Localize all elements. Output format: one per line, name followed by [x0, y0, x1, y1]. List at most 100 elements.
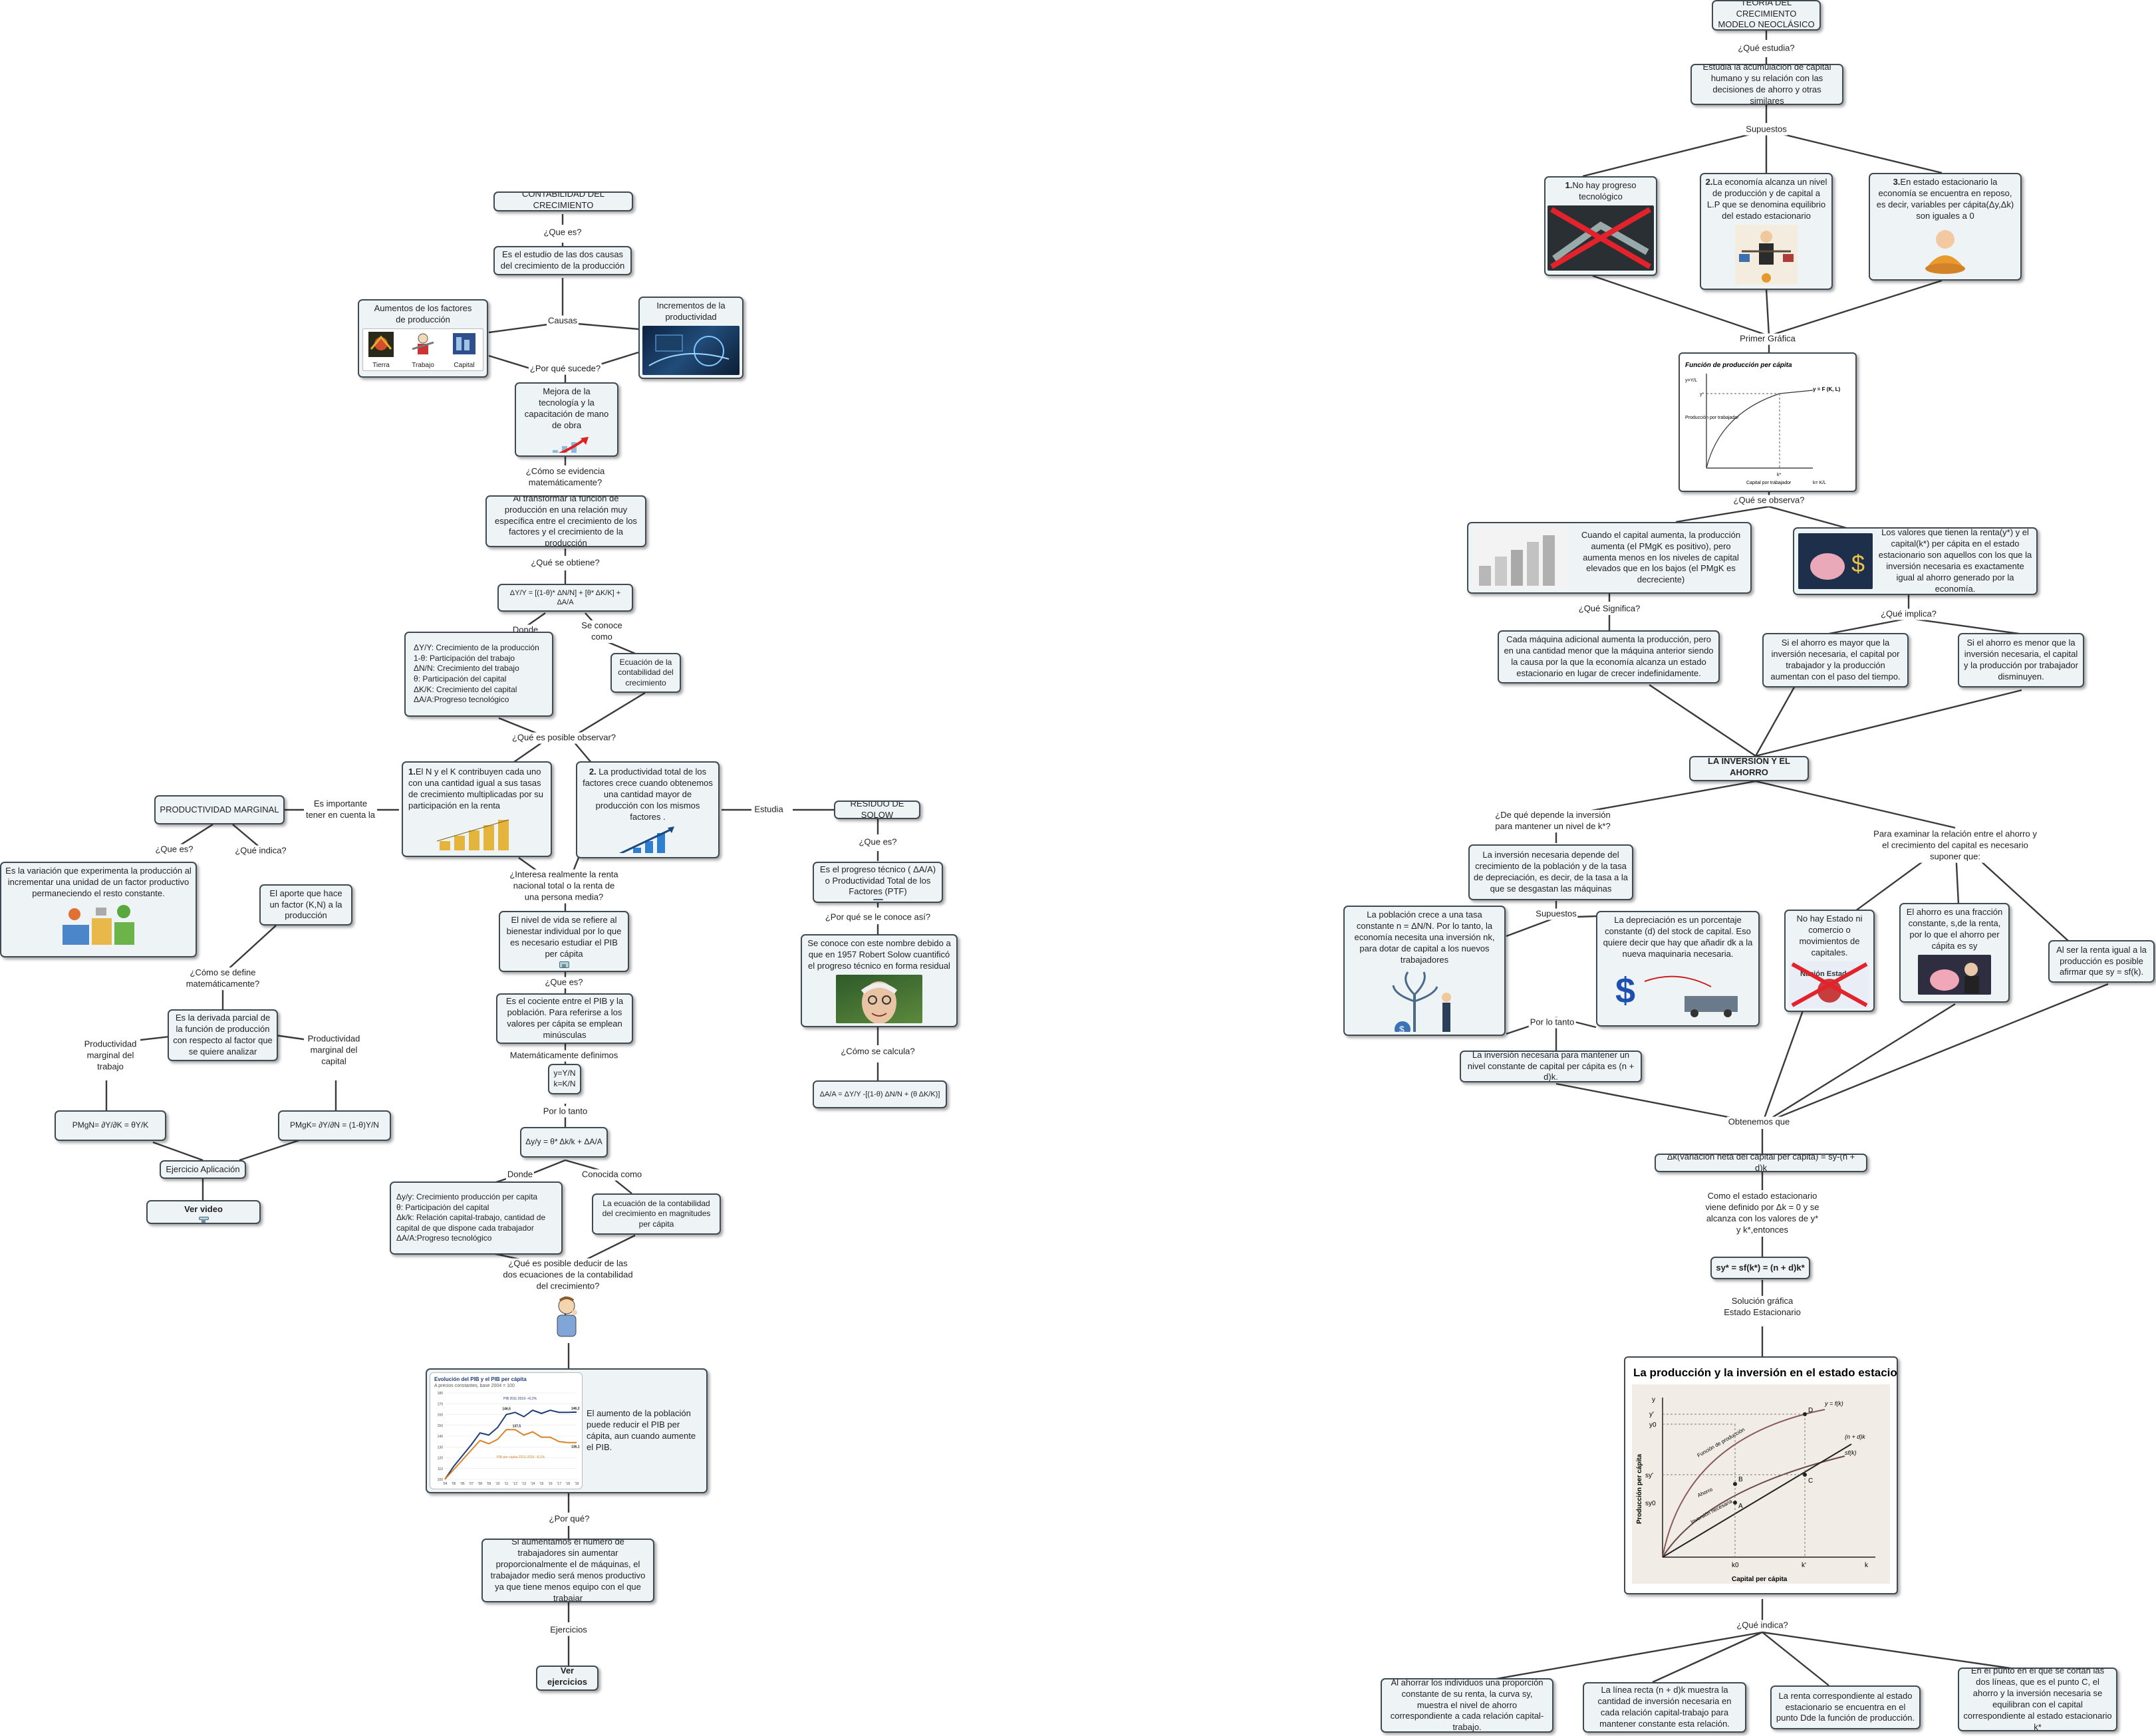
node-aporte-factor[interactable]: El aporte que hace un factor (K,N) a la …: [259, 884, 352, 926]
video-link-icon[interactable]: [198, 1216, 209, 1223]
node-text: En estado estacionario la economía se en…: [1876, 177, 2014, 221]
node-teoria-crecimiento-root[interactable]: TEORIA DEL CRECIMIENTO MODELO NEOCLÁSICO: [1712, 0, 1821, 31]
pib-annotation: 146,2: [571, 1407, 580, 1411]
node-indica-3[interactable]: La renta correspondiente al estado estac…: [1770, 1685, 1921, 1729]
node-poblacion-crece[interactable]: La población crece a una tasa constante …: [1343, 906, 1506, 1036]
ee-point-c: C: [1808, 1477, 1813, 1485]
node-text: Se conoce con este nombre debido a que e…: [807, 938, 951, 971]
node-progreso-tecnico[interactable]: Es el progreso técnico ( ΔA/A) o Product…: [813, 862, 943, 903]
node-pmgn-formula[interactable]: PMgN= ∂Y/∂K = θY/K: [55, 1110, 166, 1141]
node-text: La inversión necesaria para mantener un …: [1467, 1051, 1635, 1082]
node-variables-per-capita[interactable]: Δy/y: Crecimiento producción per capita …: [390, 1181, 563, 1255]
node-formula-contabilidad[interactable]: ΔY/Y = [(1-θ)* ΔN/N] + [θ* ΔK/K] + ΔA/A: [497, 584, 633, 612]
formula-text: Δy/y = θ* Δk/k + ΔA/A: [525, 1137, 603, 1147]
label-por-lo-tanto: Por lo tanto: [541, 1106, 589, 1118]
node-productividad-marginal[interactable]: PRODUCTIVIDAD MARGINAL: [154, 795, 285, 824]
node-text: Mejora de la tecnología y la capacitació…: [524, 386, 609, 430]
node-text: Si el ahorro es menor que la inversión n…: [1964, 638, 2078, 682]
exercise-link-icon[interactable]: [563, 1689, 573, 1691]
node-significa[interactable]: Cada máquina adicional aumenta la produc…: [1498, 630, 1720, 683]
note-marker-icon[interactable]: [1744, 779, 1754, 780]
node-definicion[interactable]: Es el estudio de las dos causas del crec…: [493, 246, 632, 275]
pib-chart: Evolución del PIB y el PIB per cápita A …: [430, 1372, 583, 1489]
node-obs-valores[interactable]: $ Los valores que tienen la renta(y*) y …: [1793, 527, 2038, 595]
pib-chart-subtitle: A precios constantes, base 2004 = 100: [434, 1384, 515, 1388]
node-text: La ecuación de la contabilidad del creci…: [602, 1198, 711, 1229]
node-text: Es el estudio de las dos causas del crec…: [500, 249, 625, 271]
node-observacion-2[interactable]: 2. La productividad total de los factore…: [576, 761, 720, 858]
node-solow-explicacion[interactable]: Se conoce con este nombre debido a que e…: [801, 934, 958, 1027]
node-inversion-necesaria-depende[interactable]: La inversión necesaria depende del creci…: [1468, 844, 1633, 900]
sup-number: 3.: [1893, 177, 1901, 187]
node-supuesto-1[interactable]: 1.No hay progreso tecnológico: [1544, 176, 1657, 276]
node-pmg-definicion[interactable]: Es la variación que experimenta la produ…: [0, 862, 197, 957]
node-text: No hay progreso tecnológico: [1572, 180, 1637, 201]
node-ahorro-mayor[interactable]: Si el ahorro es mayor que la inversión n…: [1762, 633, 1909, 687]
tierra-label: Tierra: [372, 362, 390, 369]
node-nivel-vida[interactable]: El nivel de vida se refiere al bienestar…: [499, 911, 629, 972]
node-sy-formula[interactable]: sy* = sf(k*) = (n + d)k*: [1710, 1257, 1810, 1279]
node-cociente-pib[interactable]: Es el cociente entre el PIB y la poblaci…: [496, 993, 633, 1044]
node-formula-per-capita[interactable]: Δy/y = θ* Δk/k + ΔA/A: [520, 1127, 608, 1158]
node-text: Al ser la renta igual a la producción es…: [2056, 944, 2147, 977]
node-factores-produccion[interactable]: Aumentos de los factores de producción T…: [358, 299, 488, 378]
label-que-es: ¿Que es?: [542, 227, 583, 239]
node-inversion-nk[interactable]: La inversión necesaria para mantener un …: [1460, 1051, 1642, 1082]
node-indica-4[interactable]: En el punto en el que se cortan las dos …: [1958, 1668, 2117, 1731]
node-poblacion-pib[interactable]: Evolución del PIB y el PIB per cápita A …: [426, 1368, 708, 1493]
factory-image: [57, 902, 140, 947]
note-marker-icon[interactable]: [873, 899, 883, 901]
node-pmgk-formula[interactable]: PMgK= ∂Y/∂N = (1-θ)Y/N: [278, 1110, 391, 1141]
node-estudia-acumulacion[interactable]: Estudia la acumulación de capital humano…: [1690, 64, 1843, 105]
node-si-aumentamos[interactable]: Si aumentamos el número de trabajadores …: [481, 1539, 654, 1602]
variable-line: ΔY/Y: Crecimiento de la producción: [414, 643, 539, 653]
note-marker-icon[interactable]: [559, 961, 569, 968]
piggy-bank-icon: $: [1810, 550, 1865, 580]
node-incrementos-productividad[interactable]: Incrementos de la productividad: [638, 297, 743, 379]
pib-y-tick: 170: [438, 1402, 444, 1406]
coins-growth-icon: [436, 819, 509, 850]
node-obs-capital[interactable]: Cuando el capital aumenta, la producción…: [1467, 522, 1752, 594]
label-por-que-asi: ¿Por qué se le conoce así?: [823, 912, 932, 924]
node-text: La línea recta (n + d)k muestra la canti…: [1597, 1685, 1732, 1729]
node-observacion-1[interactable]: 1.El N y el K contribuyen cada uno con u…: [402, 761, 552, 857]
label-de-que-depende: ¿De qué depende la inversión para manten…: [1490, 810, 1616, 832]
node-indica-2[interactable]: La línea recta (n + d)k muestra la canti…: [1583, 1682, 1746, 1733]
node-renta-igual[interactable]: Al ser la renta igual a la producción es…: [2048, 940, 2155, 983]
node-transformar-funcion[interactable]: Al transformar la función de producción …: [485, 495, 646, 547]
node-ahorro-fraccion[interactable]: El ahorro es una fracción constante, s,d…: [1899, 903, 2010, 1003]
ee-x-tick: k0: [1732, 1562, 1739, 1569]
node-indica-1[interactable]: Al ahorrar los individuos una proporción…: [1381, 1678, 1553, 1733]
node-derivada-parcial[interactable]: Es la derivada parcial de la función de …: [168, 1009, 278, 1061]
node-residuo-solow[interactable]: RESIDUO DE SOLOW: [834, 801, 920, 819]
node-supuesto-2[interactable]: 2.La economía alcanza un nivel de produc…: [1700, 173, 1833, 290]
node-contabilidad-root[interactable]: CONTABILIDAD DEL CRECIMIENTO: [493, 191, 633, 211]
node-mejora-tecnologia[interactable]: Mejora de la tecnología y la capacitació…: [515, 382, 618, 457]
node-y-k-definicion[interactable]: y=Y/N k=K/N: [548, 1064, 581, 1094]
node-inversion-ahorro[interactable]: LA INVERSIÓN Y EL AHORRO: [1689, 756, 1809, 781]
node-supuesto-3[interactable]: 3.En estado estacionario la economía se …: [1869, 173, 2022, 281]
bar-growth-image: [614, 825, 681, 853]
pib-series-line-0: [444, 1409, 577, 1480]
node-ahorro-menor[interactable]: Si el ahorro es menor que la inversión n…: [1958, 633, 2084, 687]
ee-point-d: D: [1808, 1407, 1813, 1414]
piggy-saving-icon: [1930, 962, 1979, 993]
ee-point-b: B: [1738, 1476, 1743, 1483]
node-ver-ejercicios[interactable]: Ver ejercicios: [536, 1666, 599, 1691]
node-variables-contabilidad[interactable]: ΔY/Y: Crecimiento de la producción 1-θ: …: [404, 632, 553, 717]
ee-point-a: A: [1738, 1503, 1743, 1510]
node-text: Si el ahorro es mayor que la inversión n…: [1770, 638, 1901, 682]
node-ecuacion-contabilidad[interactable]: Ecuación de la contabilidad del crecimie…: [610, 653, 681, 693]
pib-y-tick: 120: [438, 1457, 444, 1461]
node-formula-residuo[interactable]: ΔA/A = ΔY/Y -[(1-θ) ΔN/N + (θ ΔK/K)]: [813, 1080, 947, 1108]
meditation-image: [1919, 225, 1972, 277]
node-delta-k[interactable]: Δk(variación neta del capital per cápita…: [1655, 1154, 1867, 1172]
node-ver-video[interactable]: Ver video: [146, 1200, 261, 1224]
label-posible-deducir: ¿Qué es posible deducir de las dos ecuac…: [501, 1258, 634, 1293]
pib-y-tick: 180: [438, 1392, 444, 1396]
node-depreciacion[interactable]: La depreciación es un porcentaje constan…: [1596, 911, 1760, 1027]
node-no-estado[interactable]: No hay Estado ni comercio o movimientos …: [1784, 910, 1875, 1012]
node-ecuacion-per-capita[interactable]: La ecuación de la contabilidad del creci…: [592, 1193, 721, 1235]
node-ejercicio-aplicacion[interactable]: Ejercicio Aplicación: [160, 1160, 246, 1179]
node-text: Δk(variación neta del capital per cápita…: [1667, 1154, 1855, 1172]
